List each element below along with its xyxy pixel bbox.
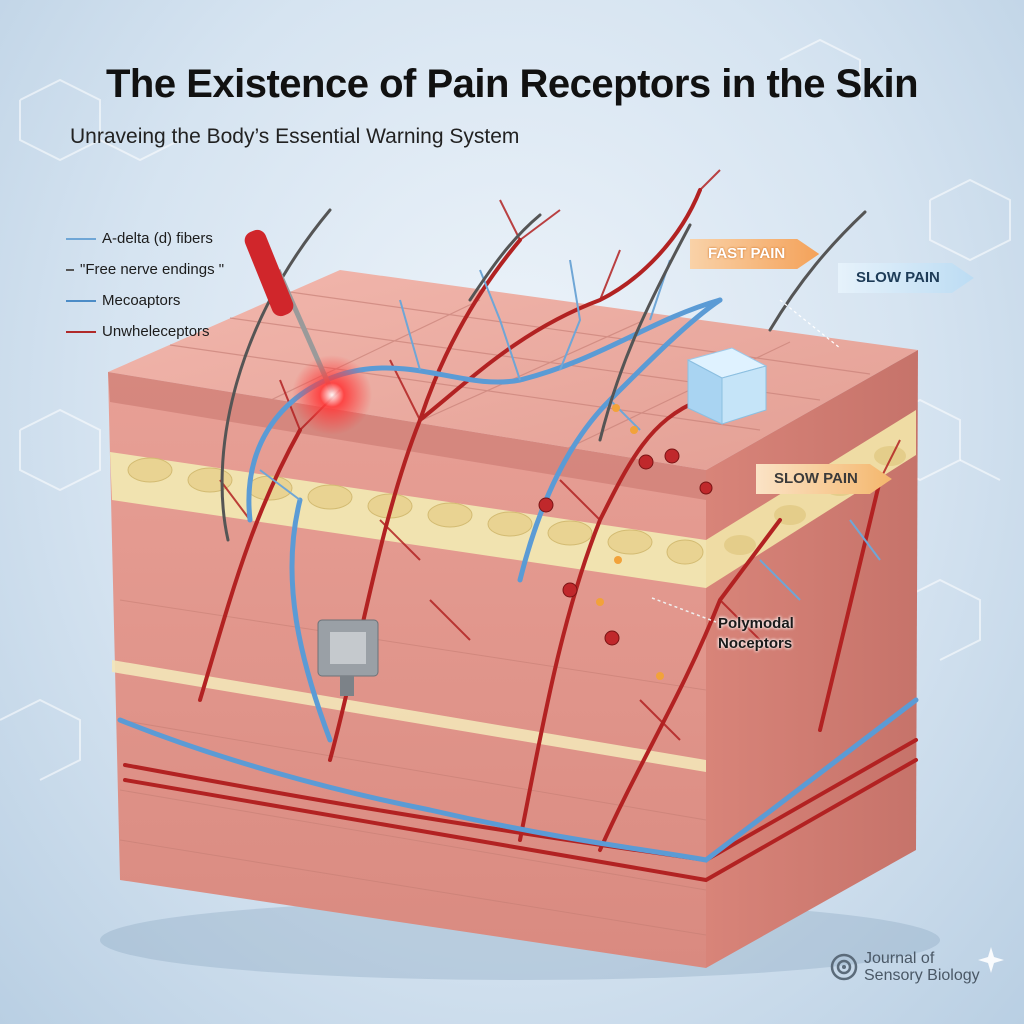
journal-name-line1: Journal of [864,950,935,967]
hairs [220,208,867,542]
polymodal-nociceptors-label: Polymodal Noceptors [718,614,794,654]
journal-logo-icon [830,953,858,981]
clamp-device-icon [317,619,379,696]
legend-label: Unwheleceptors [102,323,210,340]
legend-swatch [66,237,96,240]
pin-probe-icon [244,229,372,435]
page-title: The Existence of Pain Receptors in the S… [105,62,919,106]
skin-side-face [706,350,918,968]
ice-cube-icon [686,347,768,425]
legend-label: "Free nerve endings " [80,261,225,278]
polymodal-line1: Polymodal [718,615,794,632]
slow-pain-callout-top: SLOW PAIN [838,263,974,293]
polymodal-line2: Noceptors [718,635,793,652]
legend-label: Mecoaptors [102,292,181,309]
legend-label: A-delta (d) fibers [102,230,213,247]
slow-pain-callout-mid: SLOW PAIN [756,464,892,494]
legend-swatch [66,299,96,302]
legend-item-mecoaptors: Mecoaptors [66,290,326,311]
legend-item-unwheleceptors: Unwheleceptors [66,321,326,342]
sparkle-icon [977,947,1004,973]
legend-swatch [66,268,74,271]
legend-item-free-nerve-endings: "Free nerve endings " [66,259,326,280]
journal-logo: Journal of Sensory Biology [830,947,1006,984]
nociceptor-endings [538,448,713,646]
legend-item-a-delta: A-delta (d) fibers [66,228,326,249]
legend: A-delta (d) fibers "Free nerve endings "… [66,228,326,352]
legend-swatch [66,330,96,333]
fast-pain-callout: FAST PAIN [690,239,819,269]
page-subtitle: Unraveing the Body’s Essential Warning S… [70,125,520,148]
journal-name-line2: Sensory Biology [864,967,980,984]
